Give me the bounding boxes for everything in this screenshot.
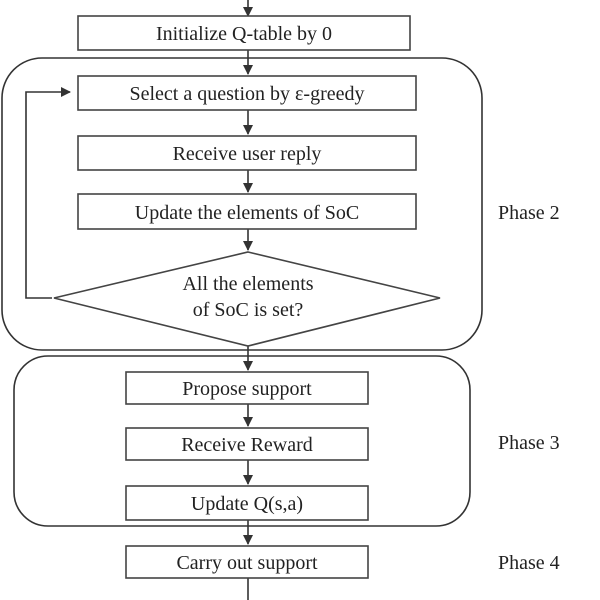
update-q-label: Update Q(s,a) [191, 493, 303, 515]
loop-back-arrow [25, 87, 71, 299]
propose-label: Propose support [182, 378, 312, 400]
decision-label-line1: All the elements [182, 273, 313, 295]
phase2-group [1, 57, 483, 351]
propose-box [125, 371, 369, 405]
select-label: Select a question by ε-greedy [130, 83, 365, 105]
phase2-label: Phase 2 [498, 202, 560, 224]
phase3-label: Phase 3 [498, 432, 560, 454]
decision-label-line2: of SoC is set? [193, 299, 304, 321]
phase3-group [13, 355, 471, 527]
init-label: Initialize Q-table by 0 [156, 23, 332, 45]
phase4-label: Phase 4 [498, 552, 560, 574]
decision-diamond [53, 251, 441, 347]
update-soc-box [77, 193, 417, 230]
select-box [77, 75, 417, 111]
init-box [77, 15, 411, 51]
reward-label: Receive Reward [181, 434, 313, 456]
reward-box [125, 427, 369, 461]
update-q-box [125, 485, 369, 521]
update-soc-label: Update the elements of SoC [135, 202, 359, 224]
receive-reply-box [77, 135, 417, 171]
carry-out-box [125, 545, 369, 579]
receive-reply-label: Receive user reply [173, 143, 322, 165]
carry-out-label: Carry out support [176, 552, 318, 574]
